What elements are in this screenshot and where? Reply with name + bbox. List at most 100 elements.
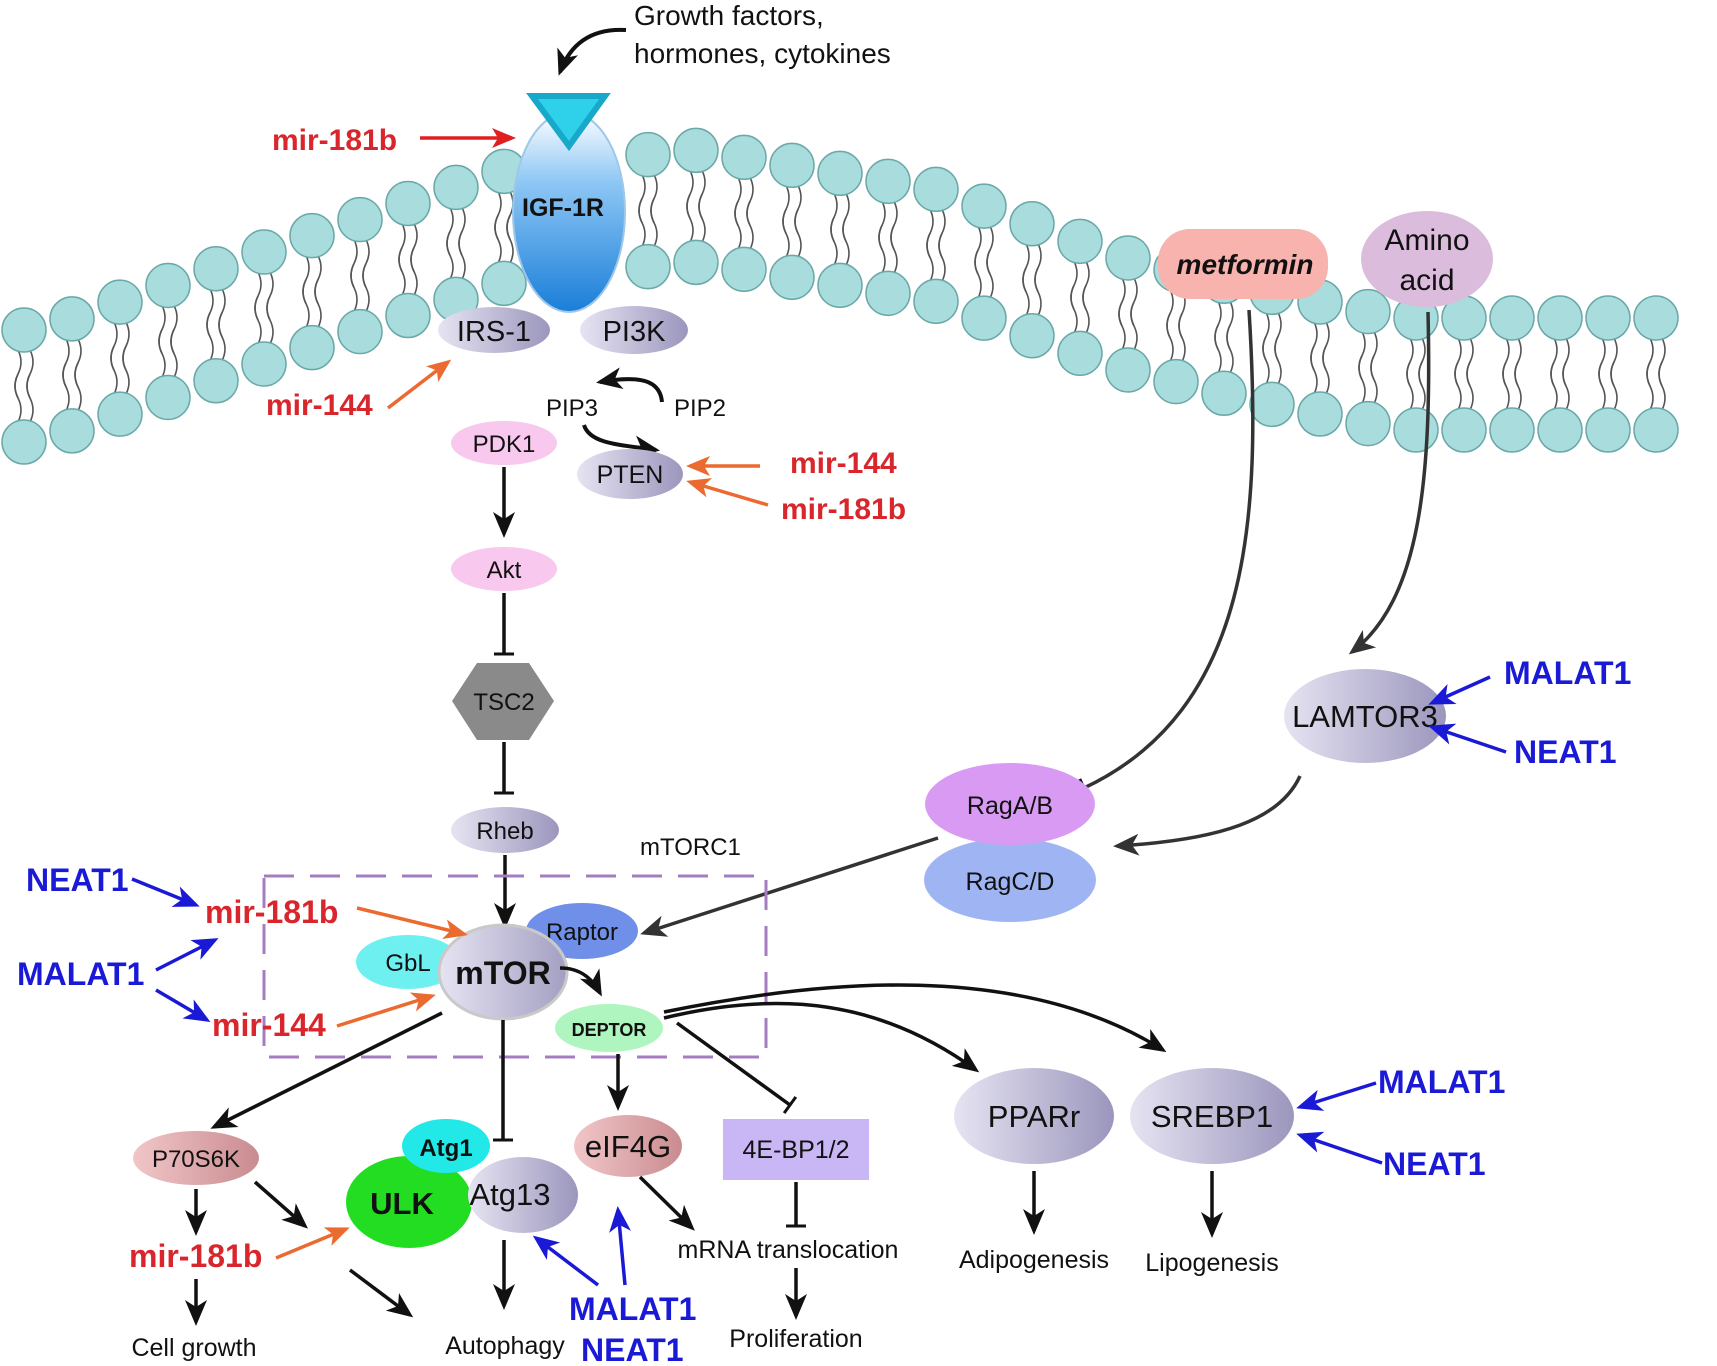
- mir181b-pten-arrow: [686, 478, 769, 507]
- lipid-head: [673, 127, 719, 174]
- pparr-node: [954, 1068, 1114, 1164]
- lipid-tail: [782, 208, 790, 258]
- lipid-head: [817, 262, 863, 309]
- lipid-tail: [1262, 336, 1270, 385]
- lipid-tail: [494, 214, 502, 264]
- lipid-tail: [1322, 345, 1330, 395]
- lipid-tail: [686, 193, 694, 243]
- lipid-tail: [26, 373, 34, 423]
- lipid-head: [625, 243, 671, 290]
- eif4g-mrna-arrow: [638, 1175, 695, 1231]
- mir144-pten-label: mir-144: [790, 447, 897, 480]
- lipid-tail: [1310, 345, 1318, 395]
- lipid-head: [193, 246, 239, 292]
- mtor-label: mTOR: [455, 955, 550, 991]
- lipid-tail: [302, 279, 310, 328]
- pparr-label: PPARr: [988, 1099, 1080, 1134]
- malat1-bottom-label: MALAT1: [569, 1291, 696, 1327]
- amino-acid-label-line2: acid: [1399, 264, 1454, 297]
- lipid-head: [385, 180, 431, 227]
- malat1-lamtor-label: MALAT1: [1504, 655, 1631, 691]
- ulk-node: [346, 1156, 472, 1248]
- mir181b-bottom-label: mir-181b: [129, 1238, 262, 1274]
- p70s6k-node: [133, 1131, 259, 1185]
- cell-growth-label: Cell growth: [131, 1334, 256, 1362]
- lipid-tail: [1658, 361, 1666, 411]
- lipid-head: [1249, 381, 1295, 428]
- srebp1-label: SREBP1: [1151, 1099, 1273, 1134]
- pdk1-node: [451, 421, 557, 465]
- lipid-head: [1537, 407, 1583, 453]
- lipid-head: [145, 262, 191, 309]
- atg13-node: [468, 1157, 578, 1233]
- lipid-head: [97, 391, 143, 437]
- mtor-deptor-arrow: [559, 966, 602, 997]
- atg13-label: Atg13: [469, 1177, 550, 1212]
- igf1r-receptor: IGF-1R: [512, 93, 626, 313]
- srebp1-node: [1130, 1068, 1294, 1164]
- deptor-node: [555, 1004, 663, 1052]
- lipid-tail: [1070, 284, 1078, 334]
- lipid-tail: [698, 193, 706, 243]
- lipid-head: [1057, 218, 1103, 265]
- lipid-head: [1393, 407, 1439, 453]
- neat1-srebp-label: NEAT1: [1383, 1146, 1486, 1182]
- neat1-left-label: NEAT1: [26, 862, 129, 898]
- lipid-tail: [254, 295, 262, 345]
- lipid-tail: [1082, 284, 1090, 334]
- malat1-mir144-arrow: [155, 988, 211, 1023]
- pip2-to-pip3-arrow: [596, 367, 664, 403]
- metformin-rag-inhibit: [1078, 309, 1255, 798]
- lipid-tail: [446, 231, 454, 280]
- lipid-tail: [638, 198, 646, 247]
- lipid-head: [961, 295, 1007, 341]
- lipid-head: [193, 358, 239, 404]
- proliferation-label: Proliferation: [729, 1325, 862, 1353]
- irs1-label: IRS-1: [457, 316, 531, 348]
- lipid-head: [289, 324, 335, 371]
- rheb-node: [451, 807, 559, 853]
- lipid-head: [865, 270, 911, 317]
- lipid-head: [385, 292, 431, 339]
- lipid-tail: [830, 216, 838, 266]
- lipid-head: [1441, 407, 1487, 453]
- signal-arrow: [557, 27, 627, 76]
- lipid-head: [1345, 288, 1391, 335]
- lipid-head: [769, 142, 815, 189]
- lipid-head: [481, 260, 527, 307]
- lipid-head: [337, 196, 383, 243]
- lipid-head: [1153, 358, 1199, 405]
- lipid-tail: [206, 312, 214, 362]
- mir144-mtor-arrow: [336, 992, 436, 1028]
- lipid-tail: [974, 249, 982, 299]
- lipid-tail: [1418, 361, 1426, 411]
- malat1-srebp-label: MALAT1: [1378, 1064, 1505, 1100]
- lipid-head: [49, 408, 95, 454]
- eif4g-node: [574, 1115, 682, 1177]
- lipid-tail: [218, 312, 226, 362]
- lipid-head: [97, 279, 143, 325]
- lipid-tail: [734, 200, 742, 250]
- lipid-tail: [1166, 313, 1174, 362]
- lipid-head: [1489, 407, 1535, 453]
- lipid-head: [241, 341, 287, 387]
- ulk-autophagy-arrow-left: [348, 1268, 414, 1318]
- mir181b-ulk-arrow: [275, 1227, 350, 1260]
- lipid-head: [1, 419, 47, 465]
- lipid-head: [673, 239, 719, 286]
- lipid-head: [337, 308, 383, 355]
- tsc2-label: TSC2: [473, 689, 534, 716]
- lipid-head: [1489, 295, 1535, 341]
- lipid-tail: [1514, 361, 1522, 411]
- lipid-head: [1, 307, 47, 353]
- lipid-head: [1345, 400, 1391, 447]
- mtorc1-label: mTORC1: [640, 834, 741, 861]
- lipid-tail: [1370, 355, 1378, 404]
- signal-label-line1: Growth factors,: [634, 0, 824, 31]
- lipid-tail: [1502, 361, 1510, 411]
- lipid-tail: [350, 263, 358, 312]
- amino-lamtor-arrow: [1348, 311, 1431, 655]
- mtor-node: [437, 923, 569, 1021]
- pten-node: [577, 449, 683, 499]
